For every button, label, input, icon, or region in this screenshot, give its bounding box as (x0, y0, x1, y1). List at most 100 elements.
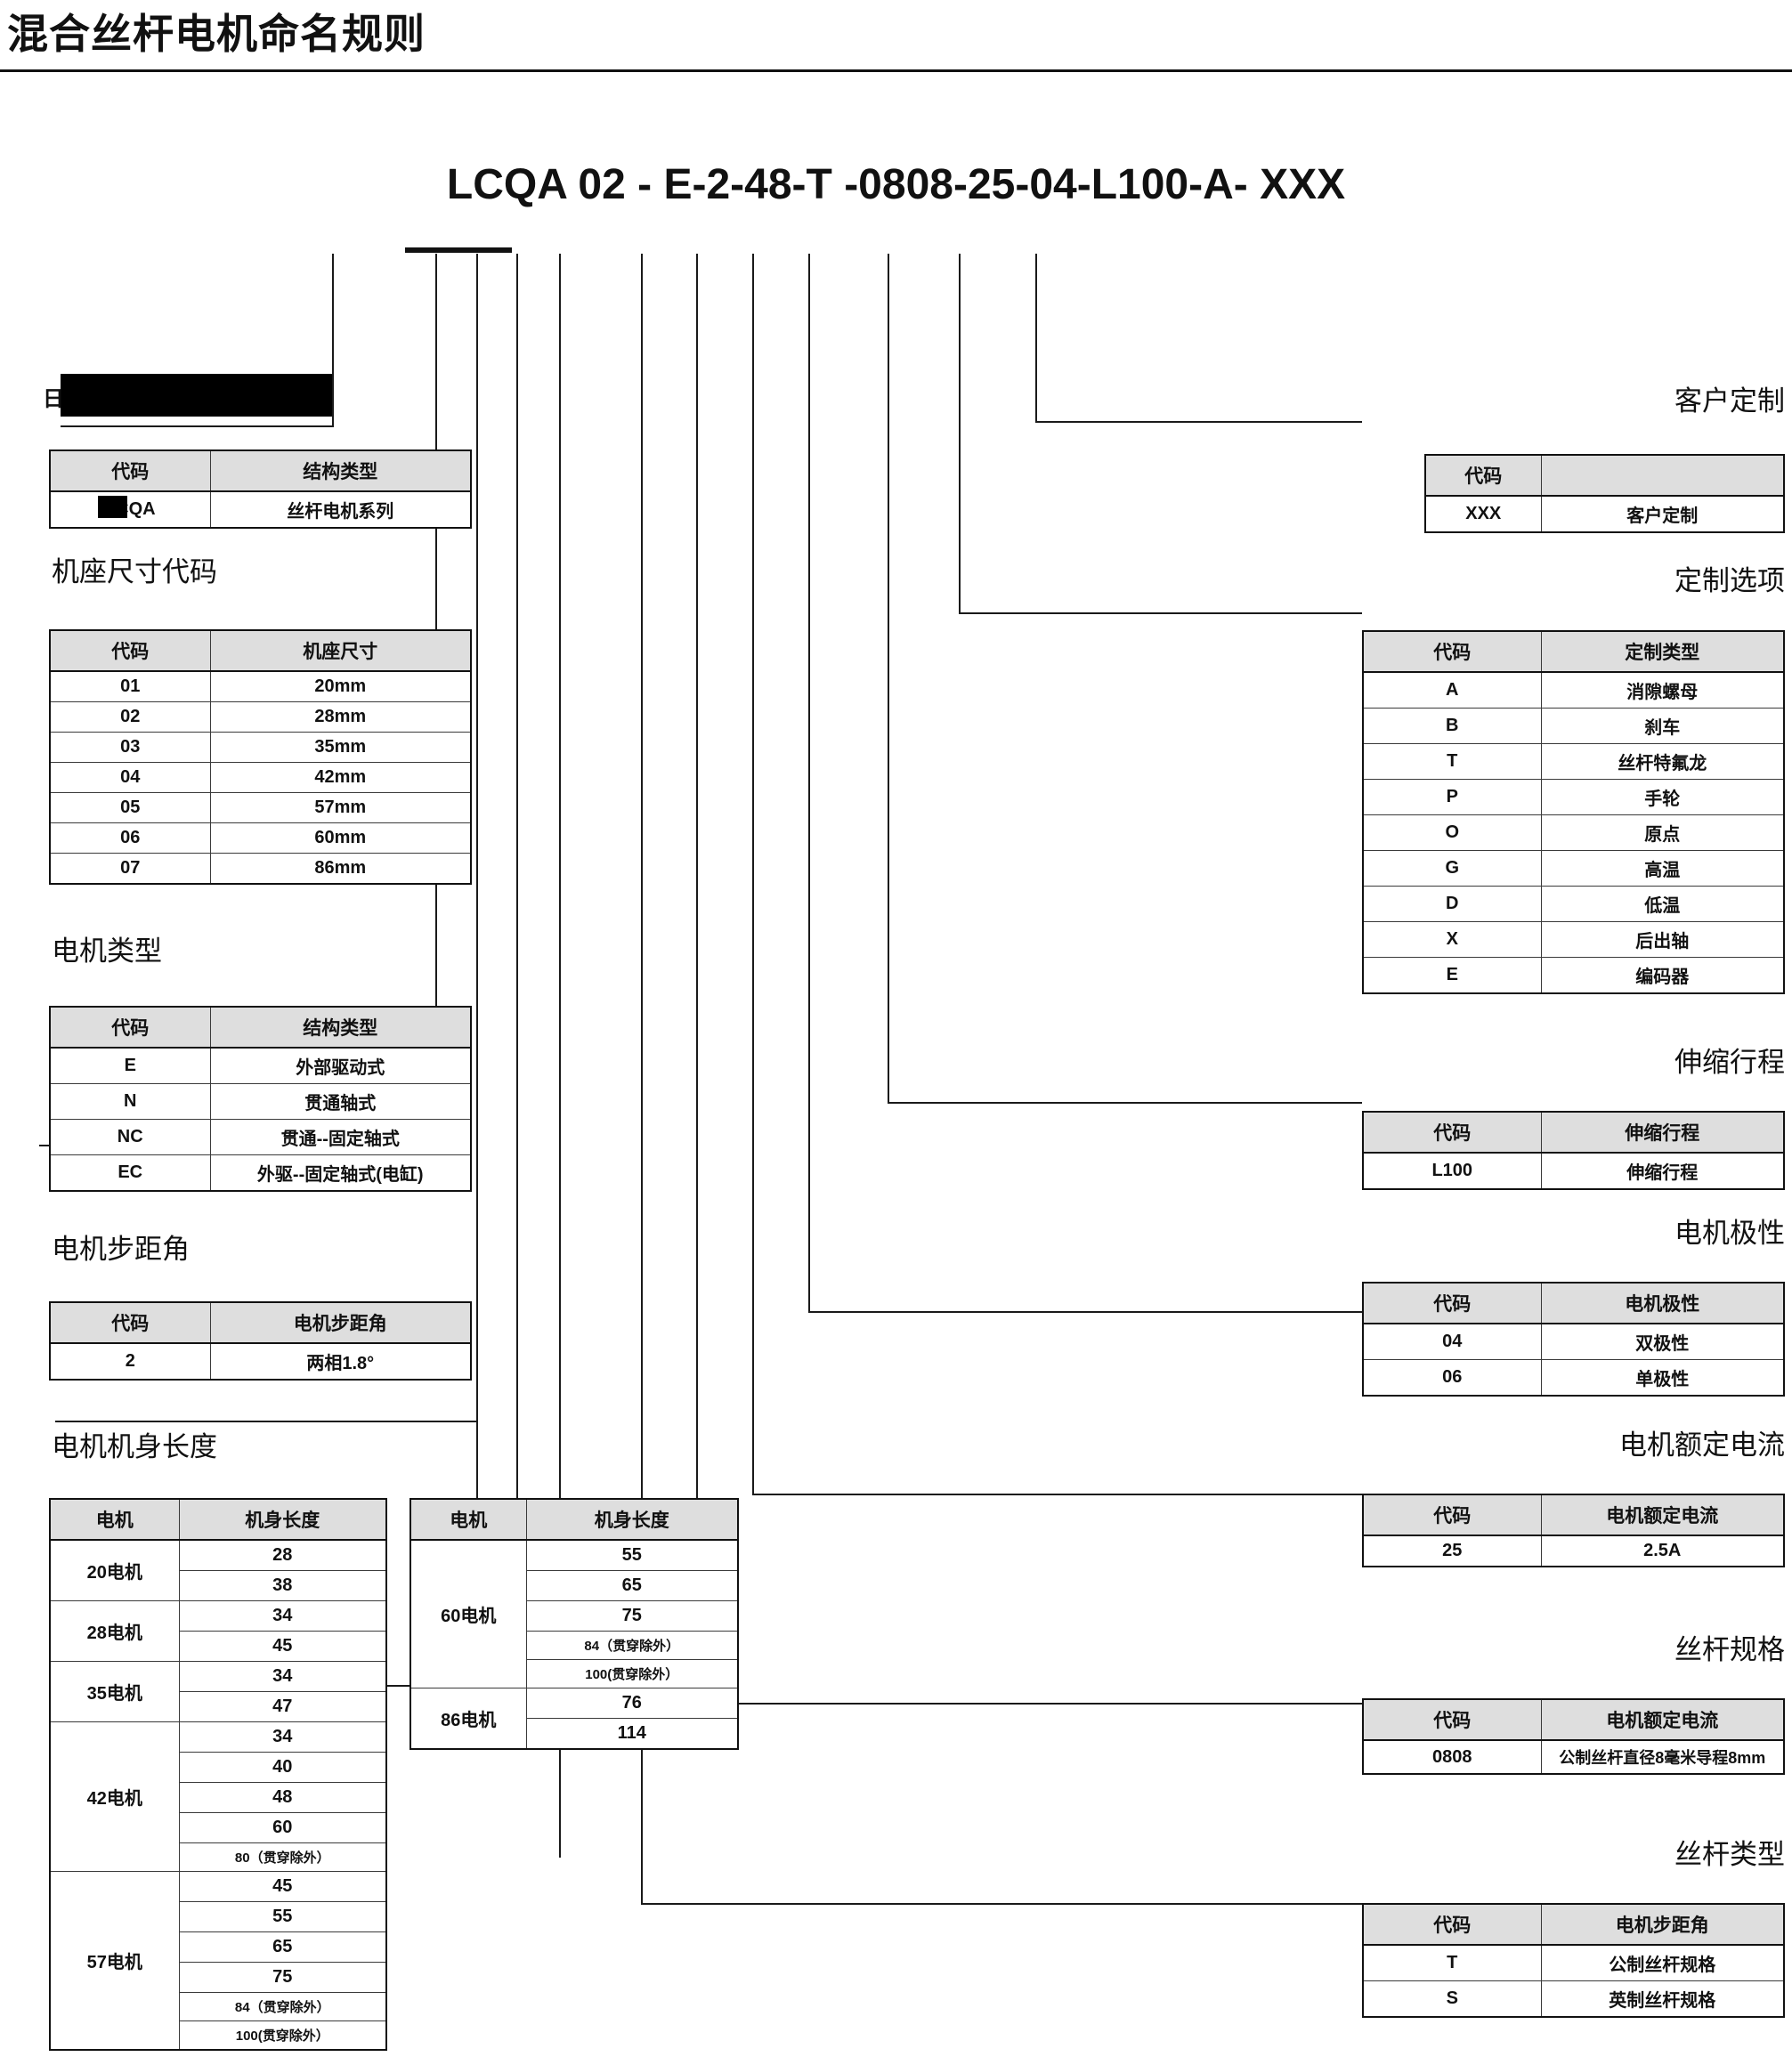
cell-motor: 20电机 (49, 1539, 180, 1601)
col-header-step: 电机步距角 (209, 1301, 472, 1344)
table-row: 100(贯穿除外） (50, 2020, 387, 2051)
table-row: 48 (50, 1782, 387, 1813)
section-title-screw-spec: 丝杆规格 (1674, 1634, 1785, 1665)
col-header-code: 代码 (1362, 1111, 1542, 1154)
col-header-blank (1540, 454, 1785, 497)
cell-value: 公制丝杆直径8毫米导程8mm (1540, 1739, 1785, 1775)
cell-value: 高温 (1540, 850, 1785, 887)
cell-length: 75 (525, 1600, 739, 1632)
cell-code: 04 (49, 762, 211, 793)
col-header-screw-spec: 电机额定电流 (1540, 1698, 1785, 1741)
cell-value: 手轮 (1540, 779, 1785, 815)
cell-value: 20mm (209, 670, 472, 702)
cell-length: 100(贯穿除外） (525, 1659, 739, 1688)
leader-v-screwspec (696, 254, 698, 1705)
col-header-screw-type: 电机步距角 (1540, 1903, 1785, 1946)
cell-length: 48 (178, 1782, 387, 1813)
table-header-row: 电机 机身长度 (409, 1498, 739, 1541)
cell-length: 84（贯穿除外） (525, 1631, 739, 1660)
cell-value: 刹车 (1540, 708, 1785, 744)
leader-v-polarity (808, 254, 810, 1313)
cell-value: 后出轴 (1540, 921, 1785, 958)
leader-h-screwtype (641, 1903, 1362, 1905)
leader-h-current (752, 1494, 1362, 1495)
col-header-struct: 结构类型 (209, 1006, 472, 1049)
leader-h-option (959, 612, 1362, 614)
cell-code: T (1362, 1944, 1542, 1981)
cell-length: 34 (178, 1721, 387, 1753)
cell-motor: 42电机 (49, 1721, 180, 1872)
cell-value: 2.5A (1540, 1535, 1785, 1567)
col-header-code: 代码 (49, 449, 211, 492)
cell-value: 低温 (1540, 886, 1785, 922)
cell-value: 单极性 (1540, 1359, 1785, 1397)
cell-code: 02 (49, 701, 211, 733)
cell-length: 47 (178, 1691, 387, 1722)
table-header-row: 代码 机座尺寸 (49, 629, 472, 672)
redaction-bar-series-name (61, 374, 332, 417)
section-title-motor-type: 电机类型 (52, 935, 162, 967)
cell-value: 28mm (209, 701, 472, 733)
page-title: 混合丝杆电机命名规则 (7, 11, 426, 57)
table-header-row: 代码 结构类型 (49, 1006, 472, 1049)
table-header-row: 代码 结构类型 (49, 449, 472, 492)
cell-code: G (1362, 850, 1542, 887)
cell-code: XXX (1424, 495, 1542, 533)
cell-value: 丝杆电机系列 (209, 490, 472, 529)
cell-code: S (1362, 1980, 1542, 2018)
leader-v-current (752, 254, 754, 1495)
cell-value: 双极性 (1540, 1323, 1785, 1360)
cell-value: 伸缩行程 (1540, 1152, 1785, 1190)
col-header-length: 机身长度 (178, 1498, 387, 1541)
product-code: LCQA 02 - E-2-48-T -0808-25-04-L100-A- X… (446, 161, 1346, 208)
cell-value: 英制丝杆规格 (1540, 1980, 1785, 2018)
col-header-struct: 结构类型 (209, 449, 472, 492)
cell-code: 07 (49, 853, 211, 885)
section-title-frame-size: 机座尺寸代码 (52, 556, 217, 587)
cell-value: 原点 (1540, 814, 1785, 851)
section-title-body-length: 电机机身长度 (52, 1431, 217, 1462)
table-header-row: 代码 电机额定电流 (1362, 1494, 1785, 1536)
col-header-current: 电机额定电流 (1540, 1494, 1785, 1536)
col-header-custom-type: 定制类型 (1540, 630, 1785, 673)
cell-code: 25 (1362, 1535, 1542, 1567)
cell-length: 34 (178, 1661, 387, 1692)
table-row: 84（贯穿除外） (410, 1631, 739, 1660)
cell-length: 76 (525, 1688, 739, 1719)
cell-length: 75 (178, 1962, 387, 1993)
cell-value: 35mm (209, 732, 472, 763)
cell-length: 28 (178, 1539, 387, 1571)
cell-code: 04 (1362, 1323, 1542, 1360)
section-title-custom-options: 定制选项 (1674, 565, 1785, 596)
table-header-row: 代码 定制类型 (1362, 630, 1785, 673)
table-row: 38 (50, 1570, 387, 1601)
table-row: 65 (410, 1570, 739, 1601)
cell-length: 55 (525, 1539, 739, 1571)
cell-code: E (49, 1047, 211, 1084)
cell-length: 40 (178, 1752, 387, 1783)
cell-value: 公制丝杆规格 (1540, 1944, 1785, 1981)
section-title-screw-type: 丝杆类型 (1674, 1839, 1785, 1870)
cell-code: 01 (49, 670, 211, 702)
cell-length: 60 (178, 1812, 387, 1843)
